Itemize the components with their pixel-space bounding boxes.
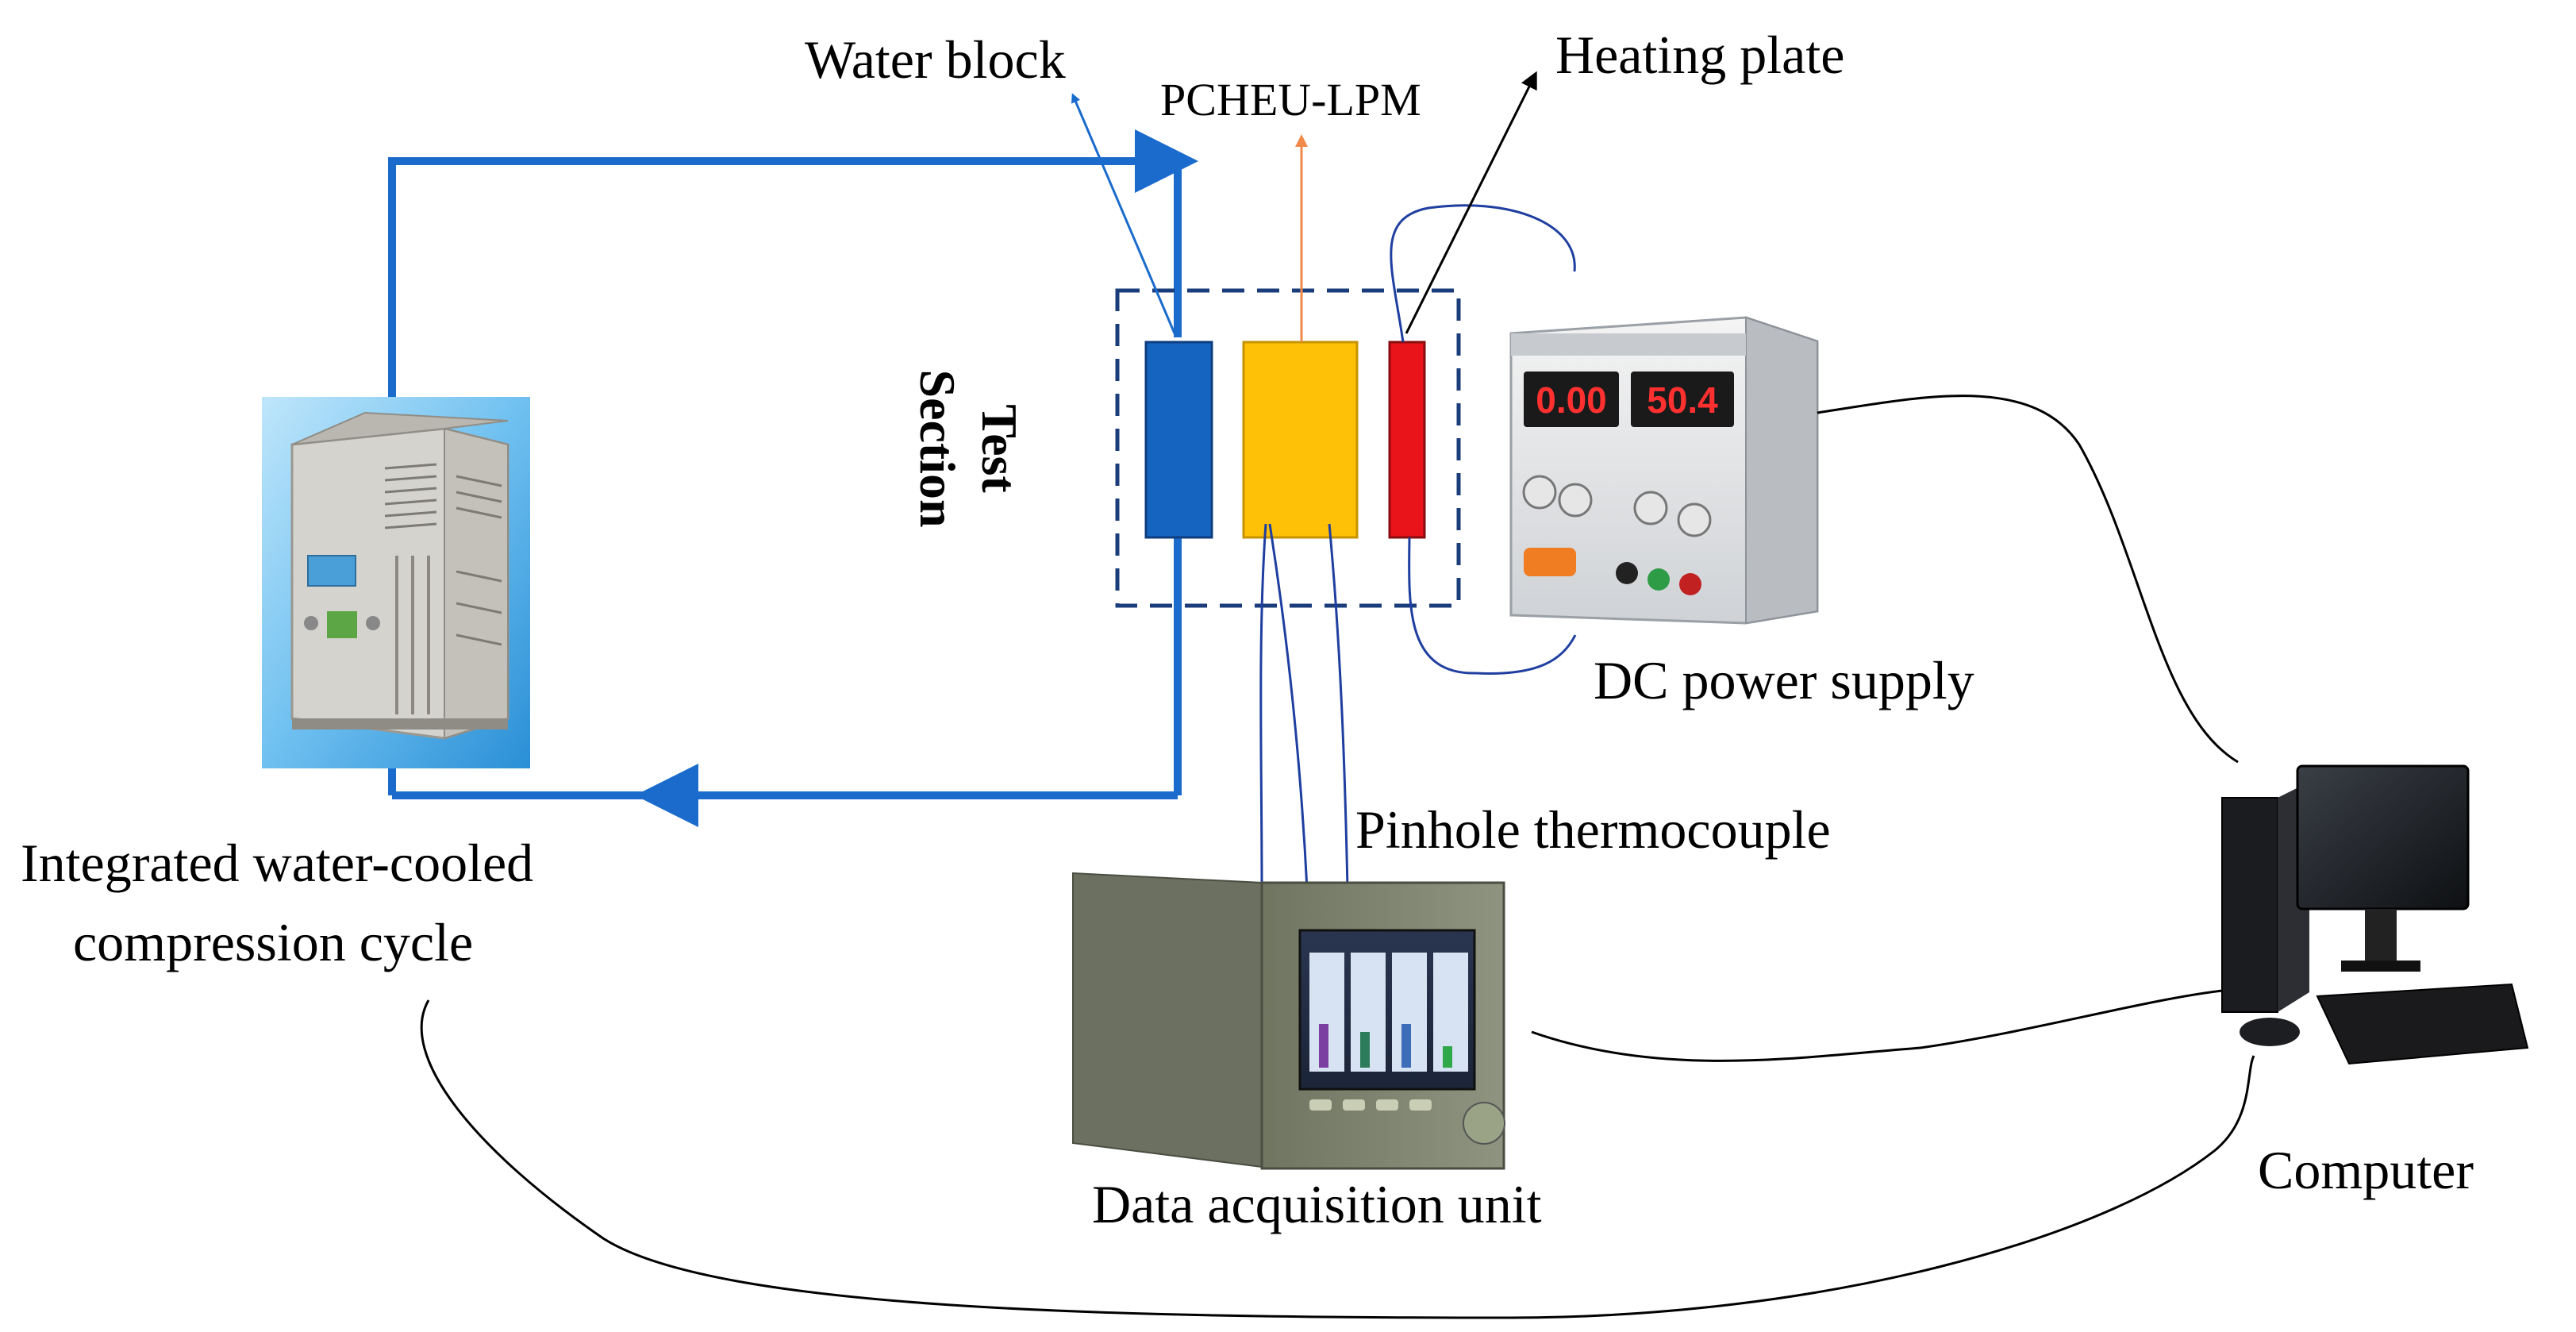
thermocouple-wire-2 (1268, 523, 1309, 890)
dc-power-supply: 0.00 50.4 (1509, 316, 1819, 625)
chiller-logo-badge (327, 611, 357, 638)
water-block (1144, 341, 1213, 539)
daq-screen-bars (1309, 953, 1468, 1072)
pcheu-lpm-block (1242, 341, 1359, 539)
psu-wire-bottom (1408, 537, 1577, 675)
psu-to-computer-cable (1817, 395, 2239, 764)
chiller-grille-bars (395, 556, 430, 714)
label-test-section: Test Section (909, 369, 1028, 527)
thermocouple-wire-3 (1328, 523, 1349, 890)
psu-wire-top (1390, 204, 1576, 343)
computer (2221, 764, 2529, 1065)
chiller-side (444, 427, 509, 740)
thermocouple-wire-1 (1259, 523, 1267, 890)
psu-knob-4 (1677, 502, 1712, 537)
computer-monitor (2296, 764, 2470, 910)
data-acquisition-unit (1072, 872, 1505, 1170)
label-heating-plate: Heating plate (1555, 25, 1844, 85)
computer-mouse (2240, 1018, 2300, 1046)
psu-power-button (1524, 548, 1576, 576)
label-pcheu-lpm: PCHEU-LPM (1160, 74, 1421, 125)
psu-display-right: 50.4 (1647, 379, 1718, 421)
chiller-gauge-right (366, 616, 380, 630)
daq-side (1072, 872, 1263, 1168)
label-chiller-line2: compression cycle (73, 912, 473, 972)
cooling-loop (388, 129, 1198, 827)
label-water-block: Water block (805, 29, 1066, 90)
computer-monitor-stand (2365, 909, 2397, 964)
water-block-arrow (1071, 93, 1176, 334)
chiller-control-panel (307, 555, 356, 587)
chiller-vents (384, 463, 502, 646)
psu-display-left: 0.00 (1536, 379, 1607, 421)
label-pinhole-thermocouple: Pinhole thermocouple (1355, 799, 1831, 860)
psu-terminal-black (1616, 562, 1638, 584)
label-dc-power-supply: DC power supply (1594, 650, 1974, 710)
psu-display-left-frame (1524, 371, 1619, 427)
psu-terminal-red (1679, 573, 1701, 595)
label-test-section-line2: Section (909, 369, 966, 527)
daq-to-computer-cable (1531, 989, 2223, 1062)
heating-plate (1388, 341, 1426, 539)
label-data-acquisition-unit: Data acquisition unit (1092, 1174, 1542, 1234)
label-computer: Computer (2258, 1140, 2474, 1200)
label-chiller-line1: Integrated water-cooled (21, 833, 533, 893)
chiller-gauge-left (304, 616, 318, 630)
label-test-section-line1: Test (971, 404, 1028, 493)
test-section-box (1115, 288, 1461, 608)
computer-monitor-base (2341, 961, 2420, 972)
psu-display-right-frame (1631, 371, 1734, 427)
supply-pipe (388, 129, 1198, 405)
daq-dial (1463, 1102, 1505, 1145)
psu-side (1745, 316, 1818, 625)
psu-terminal-green (1647, 568, 1670, 591)
daq-buttons (1309, 1099, 1432, 1111)
computer-keyboard (2316, 983, 2529, 1065)
computer-tower (2221, 797, 2278, 1013)
test-section (1115, 204, 1577, 890)
psu-top-strip (1511, 333, 1746, 356)
psu-knob-3 (1633, 491, 1668, 525)
psu-knob-2 (1558, 483, 1593, 518)
heating-plate-arrow (1405, 71, 1537, 334)
chiller-to-computer-cable (420, 999, 2255, 1319)
chiller-base (292, 718, 508, 730)
chiller-top (291, 411, 509, 445)
psu-knob-1 (1522, 475, 1557, 510)
chiller-unit (262, 397, 530, 768)
